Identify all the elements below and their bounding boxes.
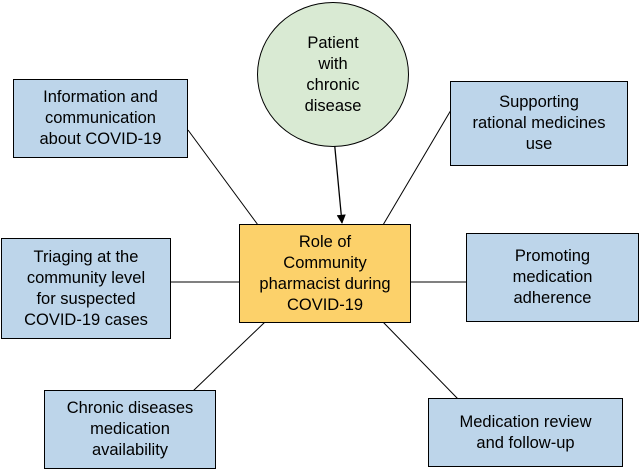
adherence-box: Promoting medication adherence: [466, 233, 639, 322]
review-box: Medication review and follow-up: [428, 398, 623, 467]
information-box: Information and communication about COVI…: [13, 79, 188, 158]
patient-circle: Patient with chronic disease: [257, 2, 409, 147]
patient-center-arrow: [330, 137, 346, 224]
connector-information: [187, 129, 259, 226]
triaging-box: Triaging at the community level for susp…: [1, 238, 171, 339]
connector-availability: [192, 321, 266, 392]
supporting-box: Supporting rational medicines use: [450, 81, 628, 166]
connector-supporting: [382, 109, 452, 226]
availability-box: Chronic diseases medication availability: [44, 390, 216, 469]
center-role-box: Role of Community pharmacist during COVI…: [239, 224, 411, 323]
connector-review: [382, 321, 459, 400]
